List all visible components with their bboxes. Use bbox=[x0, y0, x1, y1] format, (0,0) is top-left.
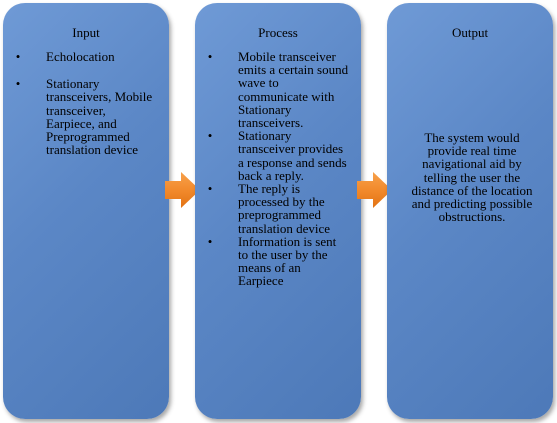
process-bullet-text: Mobile transceiver emits a certain sound… bbox=[238, 49, 349, 131]
output-panel-title: Output bbox=[451, 25, 489, 40]
input-bullet-item: • Echolocation bbox=[13, 50, 157, 63]
process-bullet-text: Information is sent to the user by the m… bbox=[238, 233, 337, 289]
input-panel-title: Input bbox=[72, 25, 100, 40]
process-panel: Process • Mobile transceiver emits a cert… bbox=[195, 3, 361, 419]
output-panel: Output The system would provide real tim… bbox=[387, 3, 553, 419]
bullet-icon: • bbox=[15, 76, 21, 92]
right-arrow-icon bbox=[165, 172, 200, 208]
process-bullet-item: • Stationary transceiver provides a respo… bbox=[205, 129, 349, 182]
right-arrow-icon bbox=[357, 172, 392, 208]
process-panel-title: Process bbox=[258, 25, 298, 40]
process-bullet-text: Stationary transceiver provides a respon… bbox=[238, 128, 347, 183]
input-bullet-item: • Stationary transceivers, Mobile transce… bbox=[13, 77, 157, 156]
output-description: The system would provide real time navig… bbox=[411, 130, 533, 225]
input-bullet-text: Echolocation bbox=[46, 49, 115, 64]
process-bullet-text: The reply is processed by the preprogram… bbox=[238, 181, 331, 236]
bullet-icon: • bbox=[207, 128, 213, 144]
process-bullet-list: • Mobile transceiver emits a certain soun… bbox=[205, 50, 349, 288]
input-bullet-text: Stationary transceivers, Mobile transcei… bbox=[46, 76, 153, 158]
bullet-icon: • bbox=[207, 49, 213, 64]
process-bullet-item: • The reply is processed by the preprogra… bbox=[205, 182, 349, 235]
input-panel: Input • Echolocation • Stationary transcei… bbox=[3, 3, 169, 419]
bullet-icon: • bbox=[207, 233, 213, 249]
process-bullet-item: • Information is sent to the user by the … bbox=[205, 235, 349, 288]
bullet-icon: • bbox=[15, 49, 21, 64]
input-bullet-list: • Echolocation • Stationary transceivers, … bbox=[13, 50, 157, 170]
process-bullet-item: • Mobile transceiver emits a certain soun… bbox=[205, 50, 349, 129]
bullet-icon: • bbox=[207, 181, 213, 197]
